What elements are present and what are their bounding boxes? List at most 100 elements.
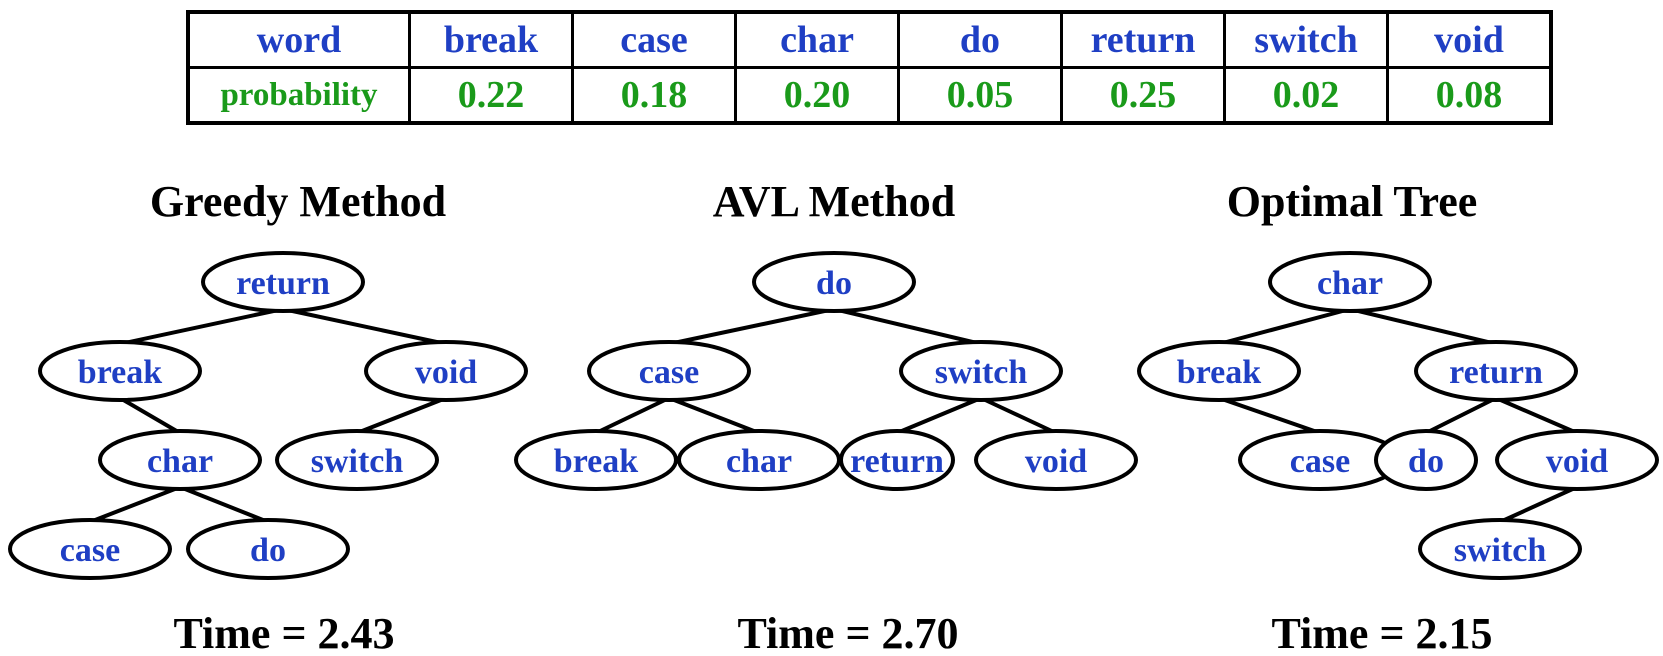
node-ellipse xyxy=(201,251,365,313)
node-ellipse xyxy=(514,429,678,491)
tree-node-do: do xyxy=(186,518,350,580)
tree-node-break: break xyxy=(1137,340,1301,402)
tree-edge xyxy=(356,396,447,435)
node-label: case xyxy=(639,354,699,391)
word-cell: return xyxy=(1060,10,1226,69)
node-ellipse xyxy=(587,340,751,402)
node-ellipse xyxy=(974,429,1138,491)
tree-node-do: do xyxy=(1374,429,1478,491)
node-ellipse xyxy=(98,429,262,491)
node-label: switch xyxy=(1454,532,1547,569)
node-label: break xyxy=(554,443,638,480)
tree-edge xyxy=(1218,396,1321,435)
node-ellipse xyxy=(899,340,1063,402)
tree-edge xyxy=(89,485,181,524)
node-label: return xyxy=(1449,354,1543,391)
word-cell: case xyxy=(571,10,737,69)
avl-method-tree: AVL Method Time = 2.70 do case switch break… xyxy=(514,177,1138,656)
probability-cell: 0.02 xyxy=(1223,66,1389,125)
tree-node-return: return xyxy=(839,429,955,491)
node-ellipse xyxy=(1495,429,1659,491)
tree-node-case: case xyxy=(8,518,172,580)
tree-edge xyxy=(833,307,982,346)
tree-title: Optimal Tree xyxy=(1227,177,1478,226)
tree-node-void: void xyxy=(974,429,1138,491)
word-cell: char xyxy=(734,10,900,69)
node-ellipse xyxy=(752,251,916,313)
probability-cell: 0.18 xyxy=(571,66,737,125)
node-ellipse xyxy=(839,429,955,491)
node-label: char xyxy=(1317,265,1383,302)
tree-edge xyxy=(896,396,982,435)
probability-cell: 0.08 xyxy=(1386,66,1553,125)
tree-node-void: void xyxy=(364,340,528,402)
tree-edge xyxy=(668,396,760,435)
node-label: void xyxy=(415,354,477,391)
node-ellipse xyxy=(38,340,202,402)
tree-node-return: return xyxy=(1414,340,1578,402)
tree-edge xyxy=(668,307,835,346)
node-label: char xyxy=(147,443,213,480)
tree-node-char: char xyxy=(98,429,262,491)
node-label: return xyxy=(850,443,944,480)
node-label: void xyxy=(1025,443,1087,480)
probability-row: probability 0.22 0.18 0.20 0.05 0.25 0.0… xyxy=(186,66,1553,125)
node-ellipse xyxy=(186,518,350,580)
tree-edge xyxy=(1218,307,1351,346)
node-label: do xyxy=(250,532,286,569)
probability-cell: 0.20 xyxy=(734,66,900,125)
node-ellipse xyxy=(1374,429,1478,491)
time-label: Time = 2.70 xyxy=(737,609,958,656)
tree-title: AVL Method xyxy=(713,177,955,226)
optimal-tree: Optimal Tree Time = 2.15 char break return… xyxy=(1137,177,1659,656)
node-label: break xyxy=(78,354,162,391)
probability-row-header: probability xyxy=(186,66,411,125)
node-label: case xyxy=(60,532,120,569)
time-label: Time = 2.15 xyxy=(1271,609,1492,656)
word-cell: switch xyxy=(1223,10,1389,69)
node-ellipse xyxy=(275,429,439,491)
node-label: do xyxy=(816,265,852,302)
word-cell: do xyxy=(897,10,1063,69)
tree-edge xyxy=(1349,307,1497,346)
node-label: return xyxy=(236,265,330,302)
tree-node-case: case xyxy=(587,340,751,402)
node-label: char xyxy=(726,443,792,480)
tree-edge xyxy=(179,485,269,524)
node-ellipse xyxy=(1268,251,1432,313)
tree-edge xyxy=(595,396,670,435)
tree-node-switch: switch xyxy=(899,340,1063,402)
node-label: case xyxy=(1290,443,1350,480)
tree-node-switch: switch xyxy=(275,429,439,491)
node-label: switch xyxy=(311,443,404,480)
tree-node-case: case xyxy=(1238,429,1402,491)
tree-edge xyxy=(119,307,284,346)
node-ellipse xyxy=(364,340,528,402)
tree-edge xyxy=(980,396,1057,435)
tree-node-switch: switch xyxy=(1418,518,1582,580)
tree-node-void: void xyxy=(1495,429,1659,491)
tree-edge xyxy=(282,307,447,346)
word-cell: break xyxy=(408,10,574,69)
node-label: void xyxy=(1546,443,1608,480)
tree-edge xyxy=(1425,396,1497,435)
word-row: word break case char do return switch vo… xyxy=(186,10,1553,69)
tree-title: Greedy Method xyxy=(150,177,446,226)
tree-node-break: break xyxy=(514,429,678,491)
probability-cell: 0.05 xyxy=(897,66,1063,125)
word-cell: void xyxy=(1386,10,1553,69)
word-row-header: word xyxy=(186,10,411,69)
tree-node-do: do xyxy=(752,251,916,313)
tree-edge xyxy=(1495,396,1578,435)
node-label: break xyxy=(1177,354,1261,391)
tree-node-break: break xyxy=(38,340,202,402)
tree-node-char: char xyxy=(677,429,841,491)
node-ellipse xyxy=(1137,340,1301,402)
node-ellipse xyxy=(1414,340,1578,402)
tree-node-char: char xyxy=(1268,251,1432,313)
tree-edge xyxy=(1499,485,1578,524)
tree-node-return: return xyxy=(201,251,365,313)
tree-edge xyxy=(118,396,182,435)
